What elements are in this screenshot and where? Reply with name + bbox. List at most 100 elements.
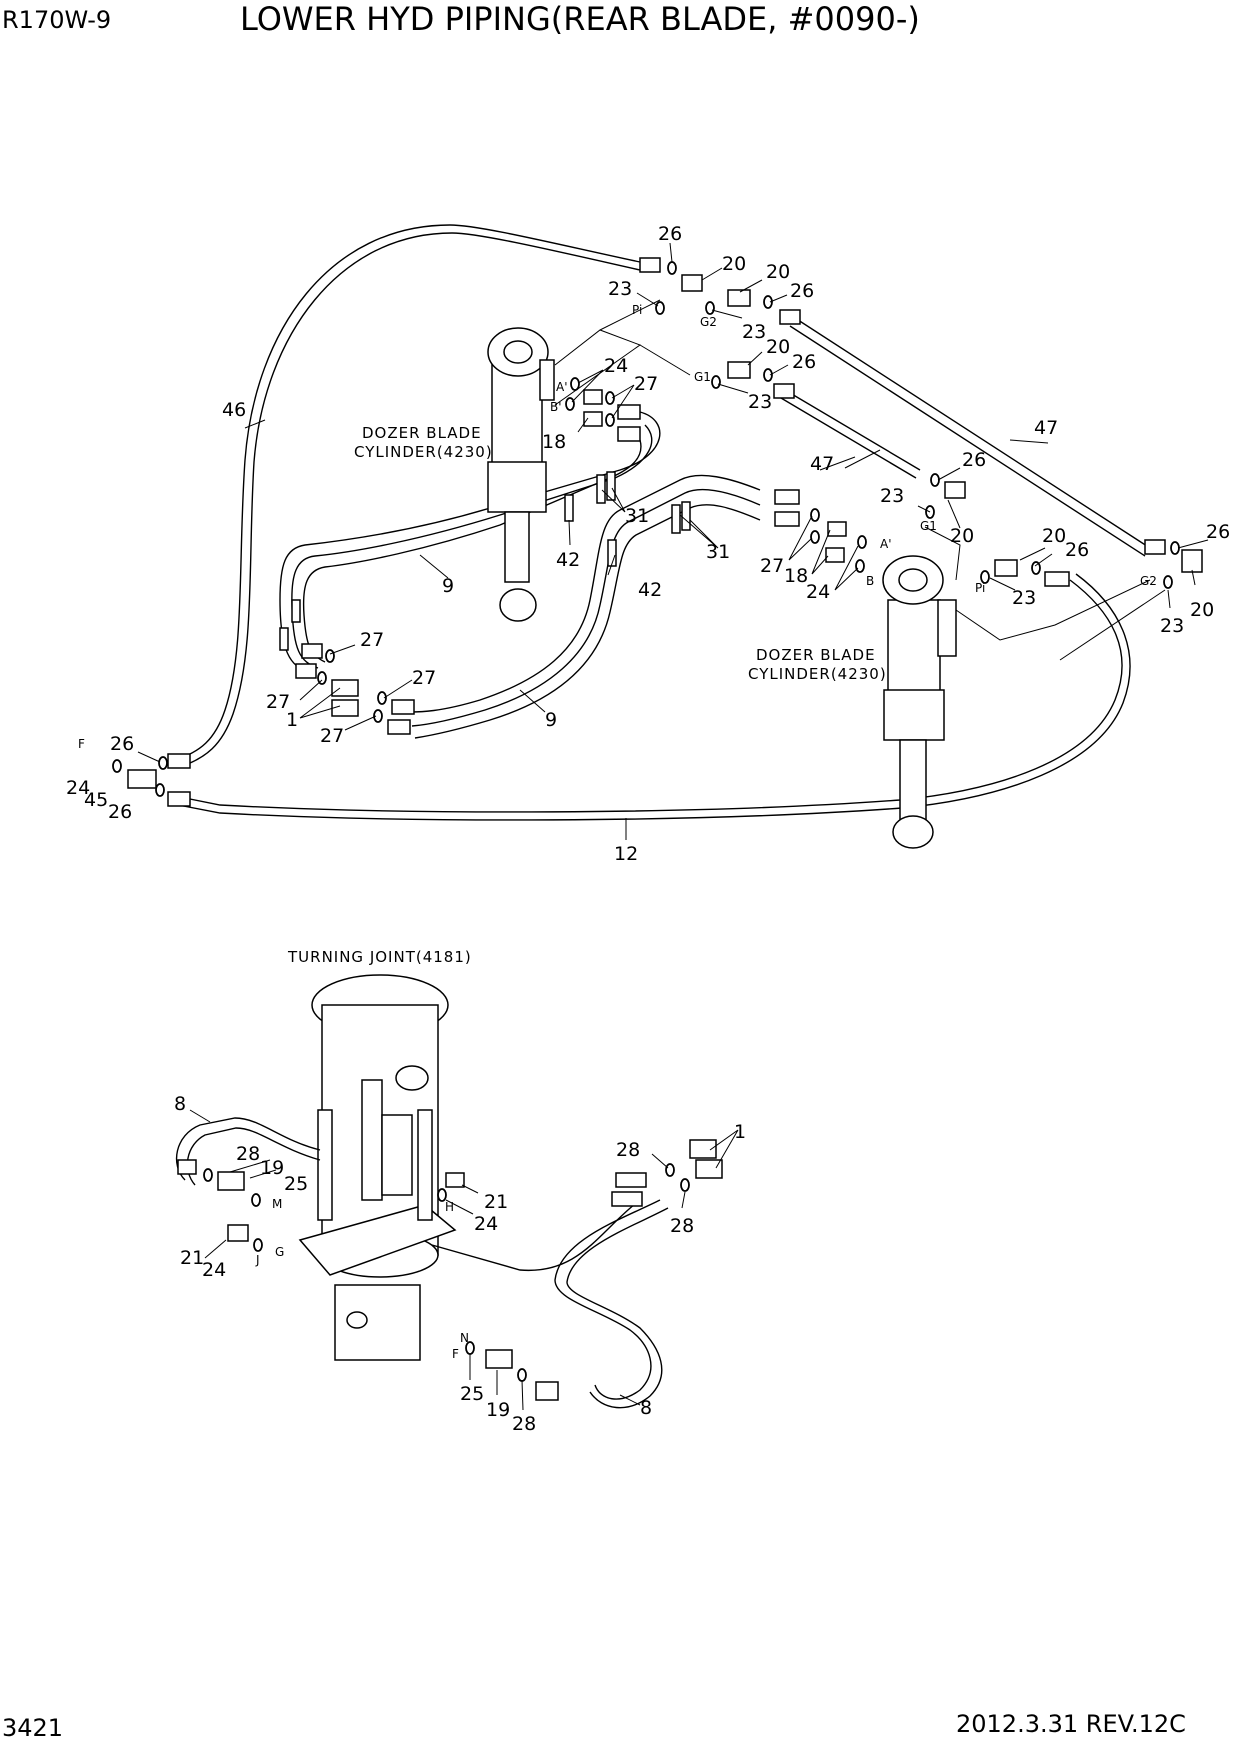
part-number-callouts: 26 20 20 23 26 23 24 20 27 26 23 46 18 3… bbox=[66, 223, 1230, 1435]
right-cylinder-rod bbox=[899, 739, 927, 821]
turning-joint-side-block-left bbox=[317, 1109, 333, 1221]
right-cylinder-port-block bbox=[937, 599, 957, 657]
plug-21-left bbox=[227, 1224, 249, 1242]
clamp-31-right-b bbox=[681, 501, 691, 531]
hose-12-2 bbox=[167, 573, 1131, 821]
leader bbox=[571, 369, 604, 403]
leader bbox=[788, 515, 813, 561]
turning-joint-label: TURNING JOINT(4181) bbox=[287, 948, 472, 966]
tee-1-a bbox=[331, 679, 359, 697]
fitting-hose9-b bbox=[617, 426, 641, 442]
leader bbox=[611, 384, 635, 419]
callout: 28 bbox=[616, 1139, 640, 1161]
oring-27-right-b bbox=[810, 530, 820, 544]
leader bbox=[679, 514, 719, 549]
hose-47-upper-2 bbox=[789, 325, 1146, 557]
clamp-31-left-b bbox=[606, 471, 616, 501]
left-cylinder-leader-pi bbox=[599, 299, 661, 331]
oring-25-left bbox=[251, 1193, 261, 1207]
callout: 47 bbox=[1034, 417, 1058, 439]
tee-45 bbox=[127, 769, 157, 789]
hose-8-right-c bbox=[566, 1207, 669, 1409]
oring-27-mid bbox=[317, 671, 327, 685]
callout: 20 bbox=[1190, 599, 1214, 621]
leader bbox=[607, 554, 616, 576]
right-cylinder-label-line2: CYLINDER(4230) bbox=[748, 665, 887, 683]
callout: 23 bbox=[742, 321, 766, 343]
callout: 28 bbox=[236, 1143, 260, 1165]
leader bbox=[747, 351, 763, 366]
oring-26-right-pi bbox=[1031, 561, 1041, 575]
model-code: R170W-9 bbox=[2, 6, 111, 34]
clamp-42-right bbox=[607, 539, 617, 567]
leader bbox=[577, 417, 589, 433]
hose-12 bbox=[169, 579, 1123, 813]
leader bbox=[519, 689, 546, 713]
fitting-18-b bbox=[583, 411, 603, 427]
fitting-27-mid bbox=[295, 663, 317, 679]
clamp-left-vert-a bbox=[291, 599, 301, 623]
leader bbox=[669, 242, 673, 263]
right-dozer-cylinder bbox=[882, 526, 1151, 849]
oring-23-right-pi bbox=[980, 570, 990, 584]
callout: 9 bbox=[442, 575, 454, 597]
leader bbox=[1009, 439, 1049, 444]
fitting-hose9-a bbox=[617, 404, 641, 420]
oring-24-right-a bbox=[857, 535, 867, 549]
leader bbox=[1167, 589, 1171, 609]
callout: 26 bbox=[792, 351, 816, 373]
leader-g2-to-hose12 bbox=[1059, 589, 1166, 661]
leader bbox=[819, 456, 856, 471]
callout: 26 bbox=[962, 449, 986, 471]
turning-joint-stopper bbox=[361, 1079, 383, 1201]
oring-24-f bbox=[112, 759, 122, 773]
callout: 20 bbox=[766, 261, 790, 283]
callout: 23 bbox=[748, 391, 772, 413]
callout: 27 bbox=[412, 667, 436, 689]
leader bbox=[711, 309, 743, 319]
port-label: A' bbox=[556, 380, 568, 394]
hose-9-a bbox=[279, 411, 661, 673]
leader bbox=[989, 577, 1016, 591]
hose-8-left bbox=[175, 1117, 321, 1181]
oring-26-top bbox=[667, 261, 677, 275]
callout: 20 bbox=[950, 525, 974, 547]
leader bbox=[947, 499, 961, 529]
fitting-27-top bbox=[301, 643, 323, 659]
callout: 27 bbox=[360, 629, 384, 651]
callout: 24 bbox=[66, 777, 90, 799]
port-label: A' bbox=[880, 537, 892, 551]
clamp-42-left bbox=[564, 494, 574, 522]
port-label: G2 bbox=[700, 315, 717, 329]
leader-lines bbox=[137, 242, 1209, 1411]
callout: 19 bbox=[260, 1157, 284, 1179]
leader bbox=[329, 644, 356, 655]
callout: 1 bbox=[286, 709, 298, 731]
leader bbox=[811, 529, 831, 575]
leader bbox=[739, 279, 763, 293]
oring-27-b bbox=[605, 413, 615, 427]
callout: 26 bbox=[790, 280, 814, 302]
callout: 42 bbox=[556, 549, 580, 571]
port-label: B' bbox=[550, 400, 562, 414]
tee-1-b bbox=[331, 699, 359, 717]
fitting-47-lower-end bbox=[773, 383, 795, 399]
leader bbox=[636, 292, 659, 307]
oring-26-g1 bbox=[763, 368, 773, 382]
fitting-hose46-left-end bbox=[167, 753, 191, 769]
port-labels: Pi G2 G1 A' B' A' B G1 Pi G2 F M H J G N… bbox=[78, 303, 1157, 1361]
leader bbox=[344, 715, 377, 731]
plug-21-right bbox=[445, 1172, 465, 1188]
callout: 25 bbox=[460, 1383, 484, 1405]
clamp-31-left-a bbox=[596, 474, 606, 504]
port-label: H bbox=[445, 1200, 454, 1214]
oring-23-right-g2 bbox=[1163, 575, 1173, 589]
callout: 24 bbox=[604, 355, 628, 377]
hose-9-f bbox=[414, 504, 761, 739]
turning-joint-side-block-right bbox=[417, 1109, 433, 1221]
hose-clamps bbox=[279, 471, 691, 651]
leader bbox=[701, 267, 723, 281]
callout: 8 bbox=[174, 1093, 186, 1115]
right-cylinder-barrel bbox=[887, 599, 941, 701]
